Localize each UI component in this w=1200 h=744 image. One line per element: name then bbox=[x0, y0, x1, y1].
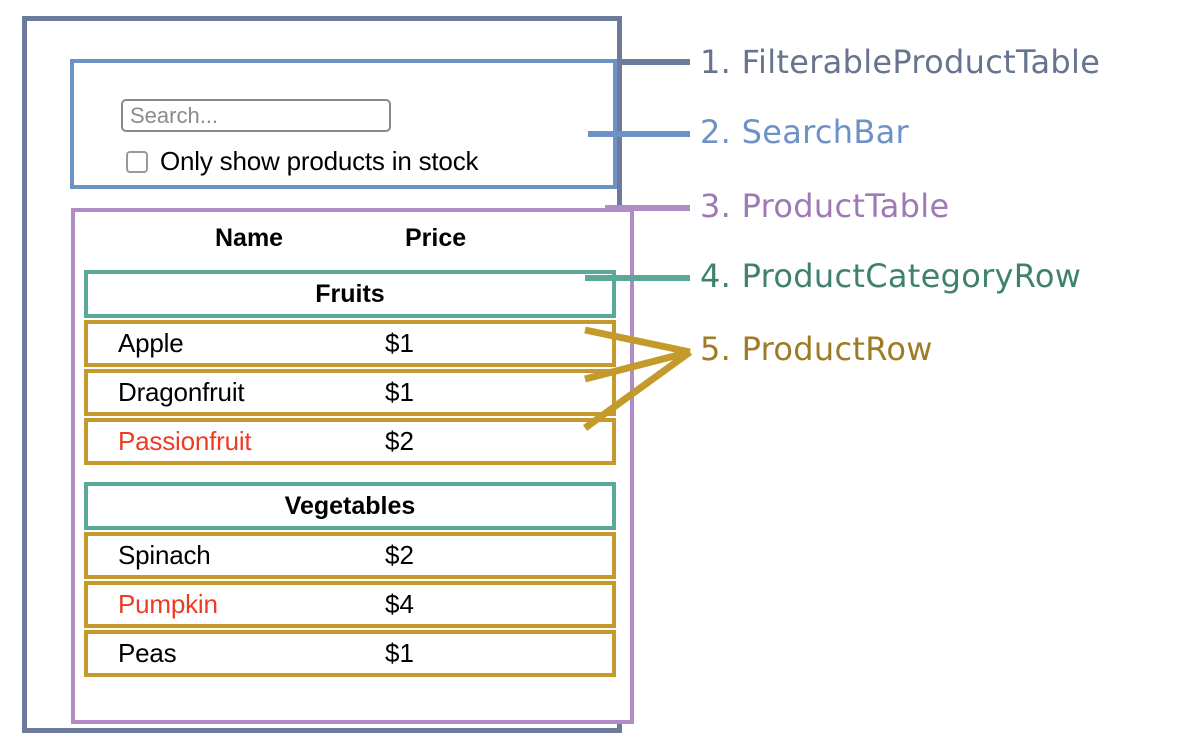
product-price-cell: $2 bbox=[385, 540, 414, 570]
legend-number-5: 5. bbox=[700, 330, 732, 368]
product-category-label: Vegetables bbox=[284, 491, 416, 520]
legend-label-4: ProductCategoryRow bbox=[741, 257, 1082, 295]
legend-number-3: 3. bbox=[700, 187, 732, 225]
legend-item-search-bar: 2. SearchBar bbox=[700, 113, 909, 151]
product-price-cell: $1 bbox=[385, 638, 414, 668]
legend-item-filterable-product-table: 1. FilterableProductTable bbox=[700, 43, 1100, 81]
in-stock-filter-row[interactable]: Only show products in stock bbox=[126, 146, 478, 177]
product-price-cell: $4 bbox=[385, 589, 414, 619]
legend-item-product-row: 5. ProductRow bbox=[700, 330, 933, 368]
product-category-label: Fruits bbox=[315, 279, 385, 308]
legend-number-2: 2. bbox=[700, 113, 732, 151]
column-header-name: Name bbox=[215, 224, 284, 252]
filterable-product-table-boundary: Only show products in stock Name Price F… bbox=[22, 16, 634, 733]
legend-number-4: 4. bbox=[700, 257, 732, 295]
legend-label-1: FilterableProductTable bbox=[741, 43, 1101, 81]
product-name-cell: Pumpkin bbox=[118, 589, 218, 619]
column-header-price: Price bbox=[405, 224, 467, 252]
in-stock-filter-label: Only show products in stock bbox=[160, 146, 479, 176]
legend-label-2: SearchBar bbox=[741, 113, 909, 151]
row-spacer bbox=[84, 467, 616, 482]
legend-label-5: ProductRow bbox=[741, 330, 933, 368]
product-category-row: Vegetables bbox=[84, 482, 616, 530]
product-price-cell: $2 bbox=[385, 426, 414, 456]
product-row: Pumpkin $4 bbox=[84, 581, 616, 628]
product-price-cell: $1 bbox=[385, 328, 414, 358]
product-name-cell: Apple bbox=[118, 328, 184, 358]
product-table-header-row: Name Price bbox=[75, 224, 616, 258]
product-name-cell: Peas bbox=[118, 638, 177, 668]
checkbox-unchecked-icon[interactable] bbox=[126, 150, 148, 173]
search-bar-boundary: Only show products in stock bbox=[70, 59, 617, 189]
product-row: Peas $1 bbox=[84, 630, 616, 677]
product-price-cell: $1 bbox=[385, 377, 414, 407]
product-name-cell: Dragonfruit bbox=[118, 377, 245, 407]
product-name-cell: Passionfruit bbox=[118, 426, 252, 456]
legend-number-1: 1. bbox=[700, 43, 732, 81]
product-row: Passionfruit $2 bbox=[84, 418, 616, 465]
product-row: Apple $1 bbox=[84, 320, 616, 367]
product-name-cell: Spinach bbox=[118, 540, 211, 570]
legend-item-product-category-row: 4. ProductCategoryRow bbox=[700, 257, 1081, 295]
search-input[interactable] bbox=[121, 99, 391, 132]
product-row: Spinach $2 bbox=[84, 532, 616, 579]
product-row: Dragonfruit $1 bbox=[84, 369, 616, 416]
product-category-row: Fruits bbox=[84, 270, 616, 318]
legend-label-3: ProductTable bbox=[741, 187, 950, 225]
legend-item-product-table: 3. ProductTable bbox=[700, 187, 949, 225]
